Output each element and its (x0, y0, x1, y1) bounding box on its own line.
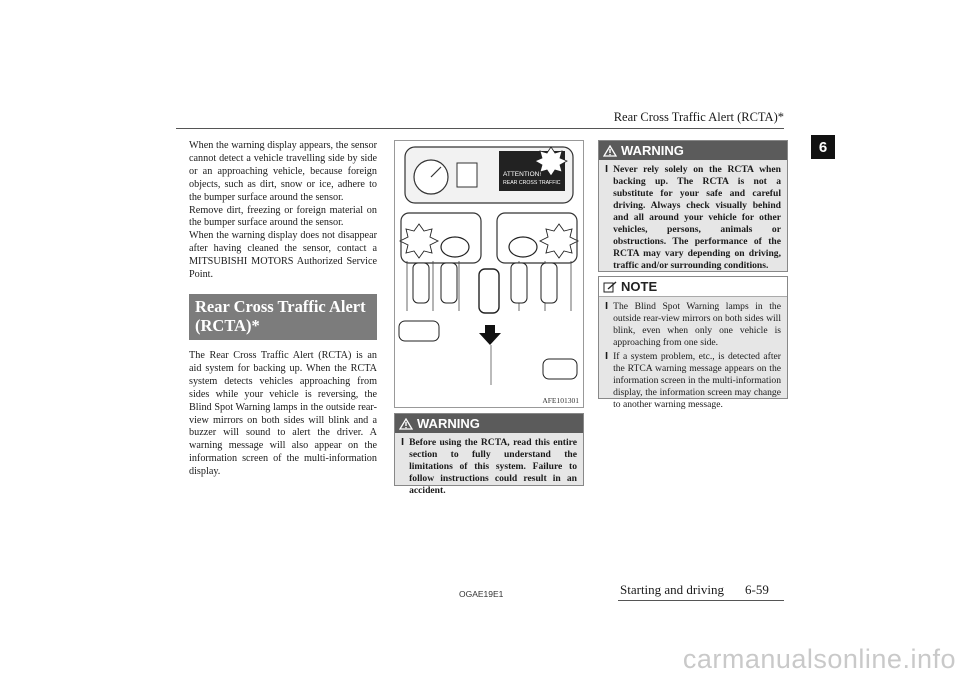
note-pencil-icon (603, 280, 617, 292)
footer-section: Starting and driving (620, 582, 724, 597)
note-item-text: If a system problem, etc., is detected a… (613, 351, 781, 410)
watermark: carmanualsonline.info (682, 644, 956, 674)
body-paragraph: When the warning display does not disapp… (189, 230, 377, 281)
bullet-marker: l (605, 352, 609, 362)
warning-triangle-icon (399, 417, 413, 430)
parked-car (440, 262, 458, 304)
parked-car (412, 262, 430, 304)
note-box: NOTE l The Blind Spot Warning lamps in t… (598, 276, 788, 410)
left-column: When the warning display appears, the se… (189, 140, 377, 479)
footer-code: OGAE19E1 (459, 589, 504, 599)
parked-car (510, 262, 528, 304)
footer-rule (618, 600, 784, 601)
chapter-tab: 6 (811, 135, 835, 159)
warning-box-1: WARNING l Before using the RCTA, read th… (394, 413, 584, 496)
reverse-arrow-icon (479, 325, 501, 345)
body-paragraph: Remove dirt, freezing or foreign materia… (189, 204, 377, 229)
figure-code: AFE101301 (542, 396, 579, 405)
section-heading: Rear Cross Traffic Alert (RCTA)* (189, 293, 377, 340)
screen-line-2: REAR CROSS TRAFFIC (503, 180, 561, 186)
bullet-marker: l (605, 165, 609, 175)
approaching-car (542, 358, 578, 380)
reversing-car (478, 268, 500, 314)
note-item-text: The Blind Spot Warning lamps in the outs… (613, 301, 781, 348)
warning-text: Before using the RCTA, read this entire … (409, 437, 577, 496)
running-header-title: Rear Cross Traffic Alert (RCTA)* (613, 110, 784, 124)
warning-header: WARNING (599, 141, 787, 160)
mirror-icon (440, 236, 470, 258)
mirror-icon (508, 236, 538, 258)
bullet-marker: l (401, 438, 405, 448)
body-paragraph: When the warning display appears, the se… (189, 140, 377, 203)
alert-burst-icon (534, 146, 568, 177)
intro-paragraph: The Rear Cross Traffic Alert (RCTA) is a… (189, 349, 377, 478)
warning-triangle-icon (603, 144, 617, 157)
warning-label: WARNING (417, 416, 480, 431)
warning-burst-icon (538, 223, 580, 259)
warning-burst-icon (398, 223, 440, 259)
warning-text: Never rely solely on the RCTA when backi… (613, 164, 781, 271)
warning-label: WARNING (621, 143, 684, 158)
warning-header: WARNING (395, 414, 583, 433)
approaching-car (398, 320, 440, 342)
note-header: NOTE (599, 277, 787, 297)
parked-car (540, 262, 558, 304)
bullet-marker: l (605, 302, 609, 312)
screen-line-1: ATTENTION! (503, 171, 541, 178)
header-rule (176, 128, 784, 129)
rcta-illustration: ATTENTION! REAR CROSS TRAFFIC AFE1 (394, 140, 584, 408)
page-number: 6-59 (745, 582, 769, 597)
note-label: NOTE (621, 279, 658, 294)
rcta-diagram: ATTENTION! REAR CROSS TRAFFIC (398, 146, 580, 385)
warning-box-2: WARNING l Never rely solely on the RCTA … (598, 140, 788, 272)
